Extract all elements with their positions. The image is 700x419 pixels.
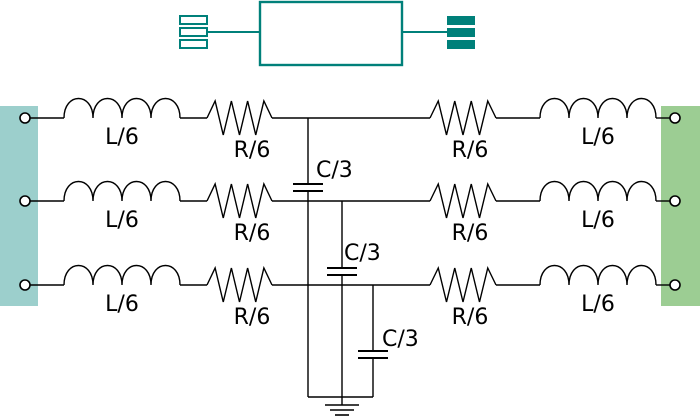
phase1-line — [19, 98, 681, 136]
phase2-resistor-left — [206, 181, 273, 219]
phase-lines — [19, 98, 681, 303]
phase3-inductor-left-label: L/6 — [105, 292, 139, 317]
phase2-inductor-right-label: L/6 — [581, 208, 615, 233]
phase1-inductor-right-label: L/6 — [581, 125, 615, 150]
phase3-resistor-left — [206, 265, 273, 303]
ground-icon — [325, 397, 359, 416]
phase2-line — [19, 181, 681, 219]
phase3-terminal-right — [669, 279, 681, 291]
phase3-inductor-right-label: L/6 — [581, 292, 615, 317]
phase1-resistor-right — [429, 98, 497, 136]
phase1-resistor-right-label: R/6 — [452, 138, 489, 163]
phase3-line — [19, 265, 681, 303]
capacitor1-label: C/3 — [316, 158, 353, 183]
phase3-resistor-right-label: R/6 — [452, 305, 489, 330]
capacitor3 — [358, 285, 388, 397]
phase1-resistor-left-label: R/6 — [234, 138, 271, 163]
phase2-inductor-left-label: L/6 — [105, 208, 139, 233]
phase3-resistor-right — [429, 265, 497, 303]
phase1-inductor-right — [539, 98, 657, 119]
shunt-capacitor-network — [293, 118, 388, 416]
phase1-inductor-left-label: L/6 — [105, 125, 139, 150]
phase3-resistor-left-label: R/6 — [234, 305, 271, 330]
right-terminal-block — [661, 106, 700, 306]
block-symbol — [179, 0, 475, 67]
capacitor3-label: C/3 — [382, 327, 419, 352]
phase2-resistor-right-label: R/6 — [452, 221, 489, 246]
phase1-resistor-left — [206, 98, 273, 136]
block-left-port-icon — [179, 15, 208, 49]
left-terminal-block — [0, 106, 38, 306]
capacitor1 — [293, 118, 323, 397]
capacitor2-label: C/3 — [344, 241, 381, 266]
block-body — [258, 0, 404, 67]
component-labels: L/6 R/6 R/6 L/6 L/6 R/6 R/6 L/6 L/6 R/6 … — [105, 125, 615, 352]
phase2-resistor-right — [429, 181, 497, 219]
phase1-terminal-left — [19, 112, 31, 124]
phase1-terminal-right — [669, 112, 681, 124]
phase2-inductor-left — [63, 181, 181, 202]
phase3-terminal-left — [19, 279, 31, 291]
phase2-inductor-right — [539, 181, 657, 202]
phase2-terminal-right — [669, 195, 681, 207]
phase1-inductor-left — [63, 98, 181, 119]
phase3-inductor-right — [539, 265, 657, 286]
phase2-terminal-left — [19, 195, 31, 207]
phase3-inductor-left — [63, 265, 181, 286]
block-right-port-icon — [447, 16, 475, 49]
phase2-resistor-left-label: R/6 — [234, 221, 271, 246]
capacitor2 — [327, 201, 357, 397]
